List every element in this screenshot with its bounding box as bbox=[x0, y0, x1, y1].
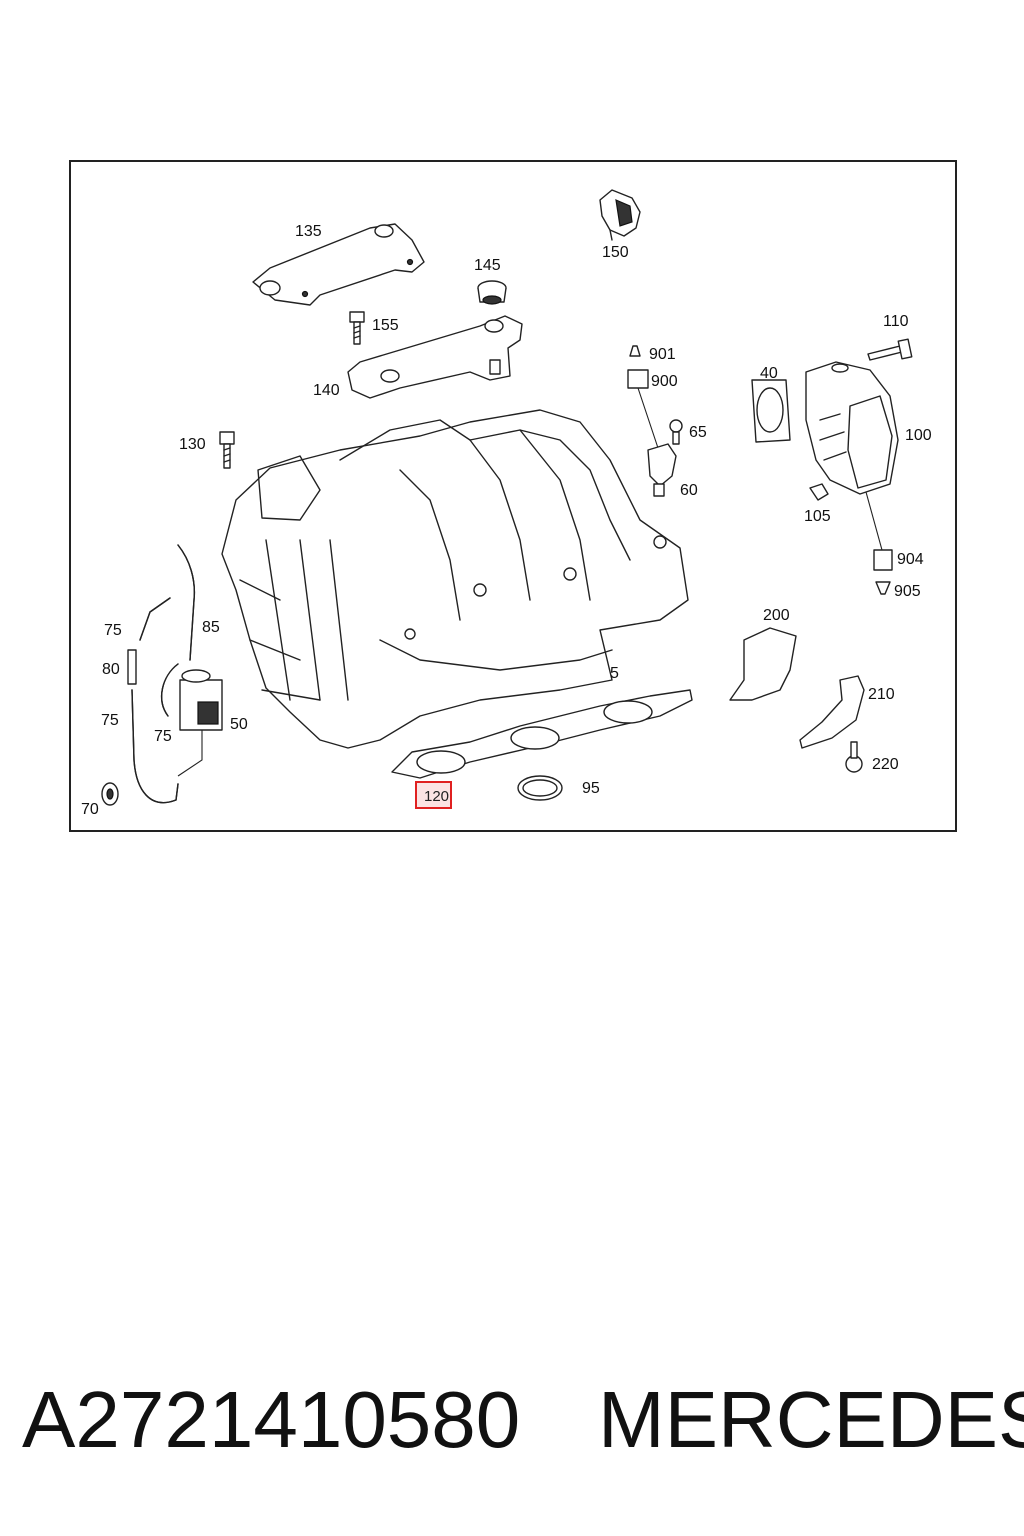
part-220-screw bbox=[845, 741, 863, 773]
label-75-bottom: 75 bbox=[154, 728, 172, 745]
label-75-mid: 75 bbox=[101, 712, 119, 729]
part-80-connector bbox=[127, 649, 137, 685]
label-901: 901 bbox=[649, 346, 676, 363]
highlight-box bbox=[415, 781, 452, 809]
part-135-bracket bbox=[252, 223, 425, 306]
label-135: 135 bbox=[295, 223, 322, 240]
part-130-bolt bbox=[219, 431, 235, 469]
label-85: 85 bbox=[202, 619, 220, 636]
label-150: 150 bbox=[602, 244, 629, 261]
part-140-bracket bbox=[347, 315, 523, 399]
label-905: 905 bbox=[894, 583, 921, 600]
part-900-connector bbox=[627, 369, 659, 449]
part-70-washer bbox=[101, 782, 119, 806]
label-100: 100 bbox=[905, 427, 932, 444]
label-65: 65 bbox=[689, 424, 707, 441]
label-120: 120 bbox=[424, 788, 449, 805]
part-110-bolt bbox=[867, 338, 913, 361]
part-145-cap bbox=[477, 280, 507, 305]
label-40: 40 bbox=[760, 365, 778, 382]
label-130: 130 bbox=[179, 436, 206, 453]
part-901-connector bbox=[629, 345, 641, 357]
footer: A2721410580 MERCEDES bbox=[0, 1370, 1024, 1480]
label-220: 220 bbox=[872, 756, 899, 773]
part-85-hose bbox=[177, 544, 196, 661]
label-904: 904 bbox=[897, 551, 924, 568]
part-40-gasket bbox=[751, 379, 791, 443]
part-155-bolt bbox=[349, 311, 365, 345]
label-75-top: 75 bbox=[104, 622, 122, 639]
label-110: 110 bbox=[883, 313, 909, 330]
label-5: 5 bbox=[610, 665, 619, 682]
label-200: 200 bbox=[763, 607, 790, 624]
part-904-connector bbox=[873, 549, 893, 571]
part-5-intake-manifold bbox=[221, 409, 689, 749]
part-105-clip bbox=[809, 483, 829, 501]
part-75-hose-mid bbox=[161, 663, 179, 717]
label-210: 210 bbox=[868, 686, 895, 703]
label-80: 80 bbox=[102, 661, 120, 678]
label-105: 105 bbox=[804, 508, 831, 525]
part-75-hose-upper bbox=[139, 597, 171, 641]
part-120-gasket bbox=[391, 689, 693, 779]
part-75-hose-lower bbox=[131, 689, 179, 804]
label-50: 50 bbox=[230, 716, 248, 733]
highlighted-part-120[interactable]: 120 bbox=[415, 781, 452, 809]
label-60: 60 bbox=[680, 482, 698, 499]
label-140: 140 bbox=[313, 382, 340, 399]
part-number: A2721410580 bbox=[22, 1375, 521, 1464]
part-50-valve bbox=[177, 669, 223, 777]
label-145: 145 bbox=[474, 257, 501, 274]
part-60-sensor bbox=[647, 443, 677, 497]
part-150-clip bbox=[599, 189, 641, 241]
brand-name: MERCEDES bbox=[598, 1375, 1024, 1464]
part-100-throttle-body bbox=[805, 361, 899, 551]
part-65-screw bbox=[669, 419, 683, 445]
label-900: 900 bbox=[651, 373, 678, 390]
part-210-bracket bbox=[799, 675, 865, 749]
part-905-connector bbox=[875, 581, 891, 595]
diagram-frame bbox=[69, 160, 957, 832]
label-155: 155 bbox=[372, 317, 399, 334]
label-70: 70 bbox=[81, 801, 99, 818]
part-200-cover bbox=[729, 627, 797, 701]
label-95: 95 bbox=[582, 780, 600, 797]
part-95-seal-ring bbox=[517, 775, 563, 801]
